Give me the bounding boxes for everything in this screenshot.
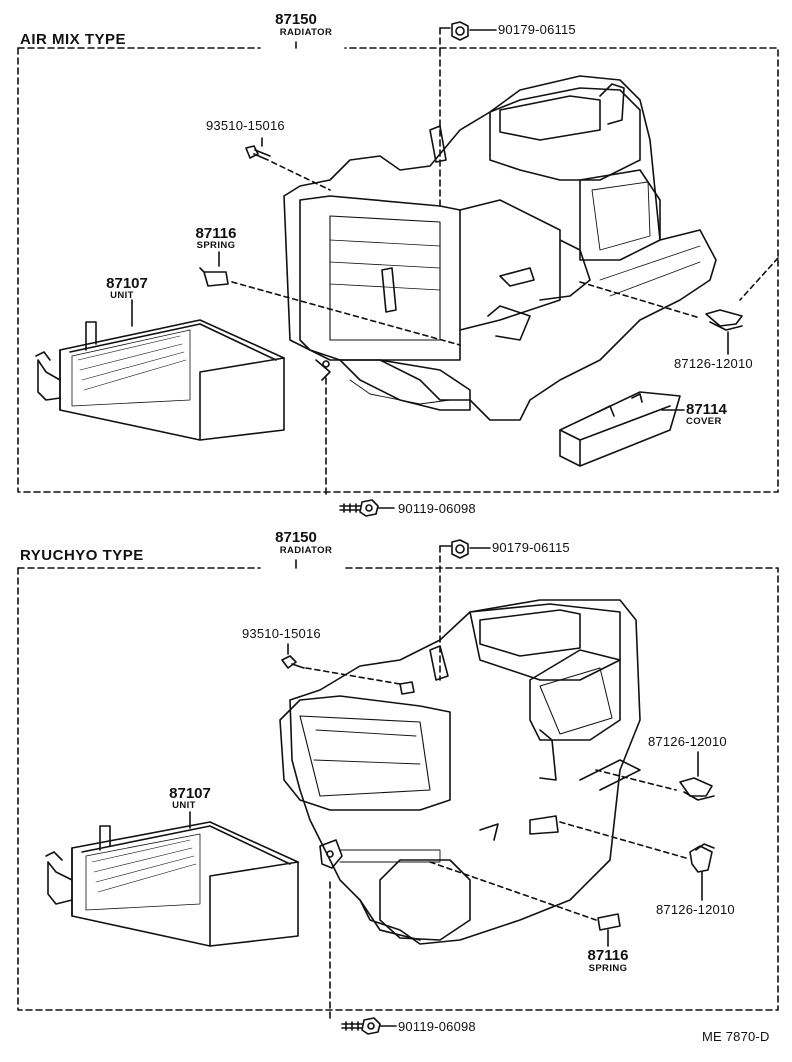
drawing-code: ME 7870-D (702, 1029, 770, 1044)
spring-2 (597, 913, 621, 931)
spring-number-1: 87116 (195, 225, 237, 242)
unit-number-2: 87107 (169, 785, 211, 802)
nut-part-number-1: 90179-06115 (498, 22, 576, 37)
nut-part-number-2: 90179-06115 (492, 540, 570, 555)
clip-2 (679, 777, 715, 801)
radiator-number-1: 87150 (275, 11, 317, 28)
screw-2 (281, 655, 305, 669)
heater-core-2 (45, 821, 299, 947)
section1-title: AIR MIX TYPE (20, 31, 127, 48)
clip-leader-1 (579, 281, 701, 319)
screw-part-number-2: 93510-15016 (242, 626, 321, 641)
radiator-label-1: RADIATOR (279, 27, 333, 38)
clip-part-number-2: 87126-12010 (648, 734, 727, 749)
screw-leader-2 (305, 667, 401, 685)
screw-leader-1 (271, 161, 331, 191)
clip-3 (689, 843, 715, 873)
nut-1 (451, 21, 469, 41)
unit-label-2: UNIT (172, 800, 196, 811)
clip-leader-2 (595, 769, 677, 791)
unit-label-1: UNIT (110, 290, 134, 301)
screw-1 (245, 145, 271, 161)
bolt-part-number-2: 90119-06098 (398, 1019, 476, 1034)
bolt-1 (339, 499, 379, 517)
spring-label-2: SPRING (588, 963, 628, 974)
clip-part-number-1: 87126-12010 (674, 356, 753, 371)
heater-core-1 (35, 319, 285, 441)
heater-housing-2 (279, 599, 641, 945)
section1-frame (17, 47, 779, 493)
heater-housing-1 (283, 75, 717, 421)
cover-1 (559, 391, 681, 467)
nut-2 (451, 539, 469, 559)
spring-leader-2 (429, 861, 597, 921)
spring-leader-1 (231, 281, 461, 346)
spring-label-1: SPRING (196, 240, 236, 251)
cover-number-1: 87114 (686, 401, 727, 418)
section2-title: RYUCHYO TYPE (20, 547, 144, 564)
screw-part-number-1: 93510-15016 (206, 118, 285, 133)
spring-1 (199, 267, 229, 287)
unit-number-1: 87107 (106, 275, 148, 292)
bolt-part-number-1: 90119-06098 (398, 501, 476, 516)
spring-number-2: 87116 (587, 947, 629, 964)
bolt-2 (341, 1017, 381, 1035)
radiator-label-2: RADIATOR (279, 545, 333, 556)
clip-part-number-3: 87126-12010 (656, 902, 735, 917)
cover-label-1: COVER (686, 416, 722, 427)
radiator-number-2: 87150 (275, 529, 317, 546)
section2-frame (17, 567, 779, 1011)
clip-leader-3 (559, 821, 687, 859)
clip-1 (705, 309, 743, 331)
